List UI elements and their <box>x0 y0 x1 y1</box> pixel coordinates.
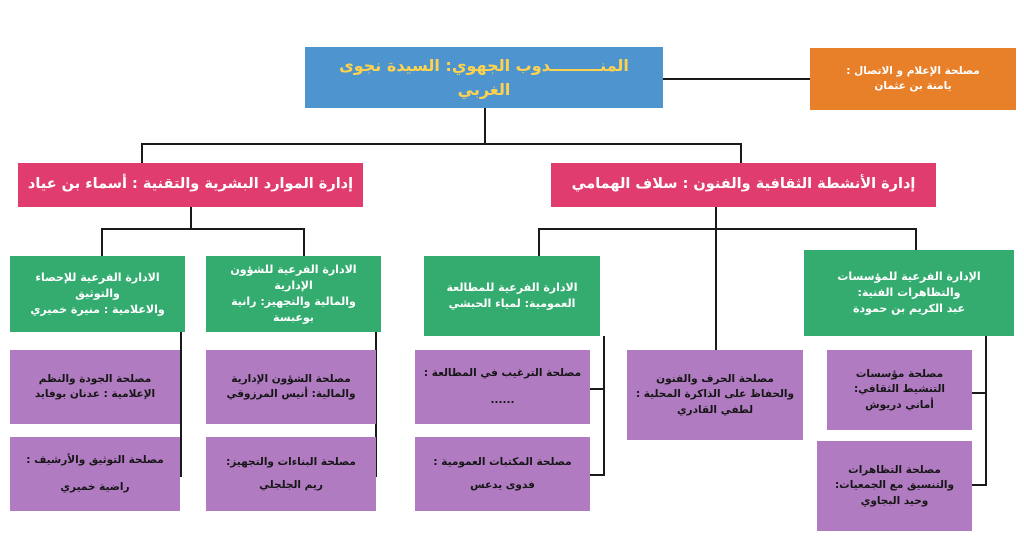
node-service-doc-archive[interactable]: مصلحة التوثيق والأرشيف : راضية خميري <box>10 437 180 511</box>
service-admin-financial-affairs-line-1: مصلحة الشؤون الإدارية <box>231 372 351 385</box>
connector-direction-2-stem <box>715 207 717 229</box>
subdirection-admin-finance-line-1: الادارة الفرعية للشؤون الإدارية <box>230 263 357 293</box>
service-crafts-arts-memory-line-2: والحفاظ على الذاكرة المحلية : <box>635 388 795 401</box>
connector-sub-4-to-service-9 <box>972 484 987 486</box>
connector-sub-3-spine <box>603 336 605 476</box>
node-direction-culture-arts[interactable]: إدارة الأنشطة الثقافية والفنون : سلاف ال… <box>551 163 936 207</box>
connector-sub-1-spine <box>180 332 182 477</box>
service-cultural-animation-line-1: مصلحة مؤسسات <box>855 368 944 381</box>
node-service-admin-financial-affairs[interactable]: مصلحة الشؤون الإدارية والمالية: أنيس الم… <box>206 350 376 424</box>
node-direction-hr-tech[interactable]: إدارة الموارد البشرية والتقنية : أسماء ب… <box>18 163 363 207</box>
node-service-quality-systems[interactable]: مصلحة الجودة والنظم الإعلامية : عدنان بو… <box>10 350 180 424</box>
connector-sub-2-spine <box>375 332 377 477</box>
connector-drop-direction-2 <box>740 143 742 163</box>
connector-drop-sub-2 <box>303 228 305 256</box>
direction-hr-tech-label: إدارة الموارد البشرية والتقنية : أسماء ب… <box>27 176 354 193</box>
direction-culture-arts-label: إدارة الأنشطة الثقافية والفنون : سلاف ال… <box>571 176 916 193</box>
service-doc-archive-line-3: راضية خميري <box>60 481 130 493</box>
subdirection-institutions-events-line-1: الإدارة الفرعية للمؤسسات <box>837 270 981 284</box>
service-reading-promotion-line-3: ...... <box>490 394 515 406</box>
media-line-2: يامنة بن عثمان <box>874 80 952 92</box>
service-cultural-animation-line-2: التنشيط الثقافي: <box>853 383 945 396</box>
connector-drop-direction-1 <box>141 143 143 163</box>
service-events-associations-line-2: والتنسيق مع الجمعيات: <box>834 479 955 492</box>
node-subdirection-admin-finance[interactable]: الادارة الفرعية للشؤون الإدارية والمالية… <box>206 256 381 332</box>
service-buildings-equipment-line-2: ريم الجلجلي <box>259 479 323 491</box>
service-reading-promotion-line-1: مصلحة الترغيب في المطالعة : <box>423 366 582 379</box>
service-admin-financial-affairs-line-2: والمالية: أنيس المرزوقي <box>226 388 356 400</box>
connector-sub-4-spine <box>985 336 987 486</box>
connector-head-bus <box>142 143 742 145</box>
node-service-reading-promotion[interactable]: مصلحة الترغيب في المطالعة : ...... <box>415 350 590 424</box>
node-service-events-associations[interactable]: مصلحة التظاهرات والتنسيق مع الجمعيات: وح… <box>817 441 972 531</box>
service-crafts-arts-memory-line-3: لطفي القادري <box>676 403 754 416</box>
connector-drop-sub-3 <box>538 228 540 256</box>
service-cultural-animation-line-3: أماني دريوش <box>865 398 934 411</box>
connector-direction-2-bus <box>539 228 916 230</box>
subdirection-public-reading-line-1: الادارة الفرعية للمطالعة <box>446 281 578 295</box>
subdirection-admin-finance-line-2: والمالية والتجهيز: رانية بوعبسة <box>231 295 356 324</box>
subdirection-stats-doc-line-1: الادارة الفرعية للإحصاء والتوثيق <box>35 271 160 301</box>
service-events-associations-line-3: وحيد البجاوي <box>860 494 929 507</box>
subdirection-stats-doc-line-2: والاعلامية : منيرة خميري <box>30 302 165 316</box>
connector-drop-sub-4 <box>915 228 917 250</box>
connector-direction-1-stem <box>190 207 192 229</box>
service-public-libraries-line-2: فدوى يدعس <box>470 479 535 491</box>
connector-drop-crafts <box>715 228 717 350</box>
node-service-public-libraries[interactable]: مصلحة المكتبات العمومية : فدوى يدعس <box>415 437 590 511</box>
connector-direction-1-bus <box>102 228 304 230</box>
service-quality-systems-line-1: مصلحة الجودة والنظم <box>38 372 152 385</box>
node-subdirection-institutions-events[interactable]: الإدارة الفرعية للمؤسسات والتظاهرات الفن… <box>804 250 1014 336</box>
media-line-1: مصلحة الإعلام و الاتصال : <box>846 64 980 77</box>
service-quality-systems-line-2: الإعلامية : عدنان بوفايد <box>34 388 156 400</box>
service-events-associations-line-1: مصلحة التظاهرات <box>848 464 941 477</box>
head-label: المنـــــــــدوب الجهوي: السيدة نجوى الغ… <box>339 56 629 99</box>
node-service-buildings-equipment[interactable]: مصلحة البناءات والتجهيز: ريم الجلجلي <box>206 437 376 511</box>
node-subdirection-stats-doc[interactable]: الادارة الفرعية للإحصاء والتوثيق والاعلا… <box>10 256 185 332</box>
node-media-communication[interactable]: مصلحة الإعلام و الاتصال : يامنة بن عثمان <box>810 48 1016 110</box>
connector-head-to-media <box>652 78 810 80</box>
service-public-libraries-line-1: مصلحة المكتبات العمومية : <box>433 455 572 468</box>
subdirection-institutions-events-line-2: والتظاهرات الفنية: <box>857 286 961 300</box>
node-service-cultural-animation[interactable]: مصلحة مؤسسات التنشيط الثقافي: أماني دريو… <box>827 350 972 430</box>
connector-sub-3-to-service-6 <box>590 474 605 476</box>
connector-drop-sub-1 <box>101 228 103 256</box>
node-subdirection-public-reading[interactable]: الادارة الفرعية للمطالعة العمومية: لمياء… <box>424 256 600 336</box>
service-crafts-arts-memory-line-1: مصلحة الحرف والفنون <box>656 373 774 386</box>
node-service-crafts-arts-memory[interactable]: مصلحة الحرف والفنون والحفاظ على الذاكرة … <box>627 350 803 440</box>
connector-sub-3-to-service-5 <box>590 388 605 390</box>
service-buildings-equipment-line-1: مصلحة البناءات والتجهيز: <box>226 455 356 468</box>
subdirection-institutions-events-line-3: عبد الكريم بن حمودة <box>852 301 966 315</box>
connector-sub-4-to-service-8 <box>972 392 987 394</box>
connector-head-stem <box>484 108 486 144</box>
service-doc-archive-line-1: مصلحة التوثيق والأرشيف : <box>26 453 164 466</box>
node-head-delegate[interactable]: المنـــــــــدوب الجهوي: السيدة نجوى الغ… <box>305 47 663 108</box>
subdirection-public-reading-line-2: العمومية: لمياء الحبشي <box>448 297 576 310</box>
